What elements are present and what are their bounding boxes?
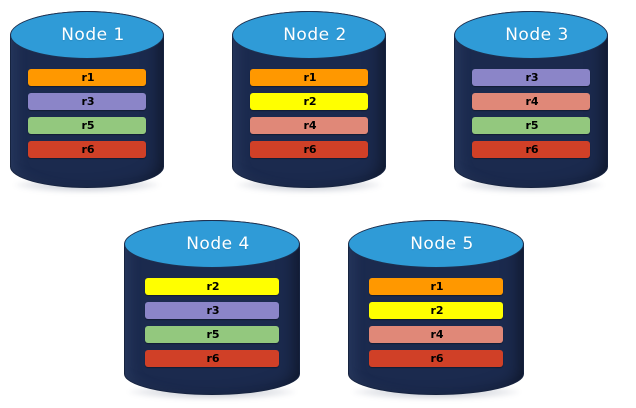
replica-label: r6 bbox=[81, 143, 95, 156]
replica-list: r1 r2 r4 r6 bbox=[348, 278, 524, 367]
replica-label: r1 bbox=[430, 280, 444, 293]
node-label: Node 3 bbox=[505, 25, 569, 45]
cylinder-top-ellipse: Node 3 bbox=[454, 11, 608, 59]
replica-label: r3 bbox=[525, 71, 539, 84]
replica-label: r5 bbox=[81, 119, 95, 132]
replica-bar[interactable]: r1 bbox=[250, 69, 368, 86]
replica-label: r6 bbox=[430, 352, 444, 365]
replica-bar[interactable]: r6 bbox=[472, 141, 590, 158]
database-node-4[interactable]: Node 4 r2 r3 r5 r6 bbox=[124, 220, 300, 400]
replica-bar[interactable]: r6 bbox=[369, 350, 503, 367]
node-label: Node 5 bbox=[410, 234, 474, 254]
node-label: Node 1 bbox=[61, 25, 125, 45]
replica-bar[interactable]: r6 bbox=[28, 141, 146, 158]
replica-bar[interactable]: r4 bbox=[369, 326, 503, 343]
replica-label: r2 bbox=[206, 280, 220, 293]
cylinder-top-ellipse: Node 1 bbox=[10, 11, 164, 59]
replica-label: r6 bbox=[206, 352, 220, 365]
replica-label: r1 bbox=[81, 71, 95, 84]
cylinder-top-ellipse: Node 2 bbox=[232, 11, 386, 59]
replica-label: r2 bbox=[303, 95, 317, 108]
node-label: Node 4 bbox=[186, 234, 250, 254]
database-node-2[interactable]: Node 2 r1 r2 r4 r6 bbox=[232, 11, 386, 193]
replica-bar[interactable]: r4 bbox=[472, 93, 590, 110]
replica-label: r6 bbox=[525, 143, 539, 156]
replica-bar[interactable]: r1 bbox=[369, 278, 503, 295]
replica-bar[interactable]: r3 bbox=[28, 93, 146, 110]
replica-bar[interactable]: r2 bbox=[369, 302, 503, 319]
replica-bar[interactable]: r1 bbox=[28, 69, 146, 86]
replica-bar[interactable]: r5 bbox=[145, 326, 279, 343]
replica-label: r4 bbox=[430, 328, 444, 341]
replica-label: r5 bbox=[206, 328, 220, 341]
replica-label: r3 bbox=[206, 304, 220, 317]
cylinder-top-ellipse: Node 4 bbox=[124, 220, 300, 268]
replica-bar[interactable]: r5 bbox=[472, 117, 590, 134]
replica-bar[interactable]: r6 bbox=[145, 350, 279, 367]
replica-label: r2 bbox=[430, 304, 444, 317]
database-node-3[interactable]: Node 3 r3 r4 r5 r6 bbox=[454, 11, 608, 193]
replica-list: r2 r3 r5 r6 bbox=[124, 278, 300, 367]
cylinder-top-ellipse: Node 5 bbox=[348, 220, 524, 268]
replica-list: r3 r4 r5 r6 bbox=[454, 69, 608, 158]
replica-label: r4 bbox=[303, 119, 317, 132]
replica-label: r3 bbox=[81, 95, 95, 108]
database-node-5[interactable]: Node 5 r1 r2 r4 r6 bbox=[348, 220, 524, 400]
replica-label: r5 bbox=[525, 119, 539, 132]
replica-list: r1 r2 r4 r6 bbox=[232, 69, 386, 158]
database-node-1[interactable]: Node 1 r1 r3 r5 r6 bbox=[10, 11, 164, 193]
replica-bar[interactable]: r2 bbox=[145, 278, 279, 295]
replica-label: r1 bbox=[303, 71, 317, 84]
replica-bar[interactable]: r4 bbox=[250, 117, 368, 134]
replica-bar[interactable]: r5 bbox=[28, 117, 146, 134]
replica-bar[interactable]: r3 bbox=[145, 302, 279, 319]
replica-bar[interactable]: r2 bbox=[250, 93, 368, 110]
replica-list: r1 r3 r5 r6 bbox=[10, 69, 164, 158]
replica-bar[interactable]: r6 bbox=[250, 141, 368, 158]
replica-bar[interactable]: r3 bbox=[472, 69, 590, 86]
replica-label: r6 bbox=[303, 143, 317, 156]
replica-label: r4 bbox=[525, 95, 539, 108]
node-label: Node 2 bbox=[283, 25, 347, 45]
